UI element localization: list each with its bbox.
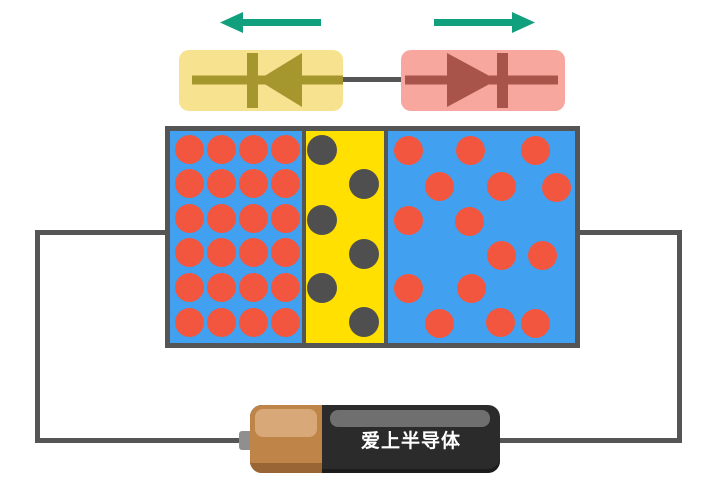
battery-cap-highlight	[255, 409, 317, 437]
hole-dot	[238, 203, 268, 233]
wire-right-vertical	[677, 230, 682, 443]
left-diode-cathode-bar	[247, 53, 258, 108]
hole-dot	[238, 134, 268, 164]
hole-dot	[486, 240, 516, 270]
right-arrow-icon	[434, 12, 535, 33]
hole-dot	[238, 168, 268, 198]
hole-dot	[238, 307, 268, 337]
left-arrow-icon	[220, 12, 321, 33]
battery-terminal-nub	[239, 431, 253, 450]
hole-dot	[206, 168, 236, 198]
hole-dot	[206, 134, 236, 164]
electron-dot	[349, 169, 379, 199]
hole-dot	[174, 203, 204, 233]
battery: 爱上半导体	[250, 405, 500, 473]
wire-bottom-left	[35, 438, 245, 443]
hole-dot	[485, 307, 515, 337]
hole-dot	[520, 135, 550, 165]
left-diode-card	[179, 50, 343, 111]
electron-dot	[349, 307, 379, 337]
diode-connector-wire	[343, 77, 403, 82]
right-diode-cathode-bar	[497, 53, 508, 108]
hole-dot	[527, 240, 557, 270]
hole-dot	[270, 168, 300, 198]
hole-dot	[424, 308, 454, 338]
junction-region-middle	[306, 131, 384, 343]
hole-dot	[270, 134, 300, 164]
electron-dot	[307, 135, 337, 165]
hole-dot	[206, 272, 236, 302]
battery-cap-shadow	[250, 463, 322, 473]
hole-dot	[393, 273, 423, 303]
electron-dot	[307, 273, 337, 303]
hole-dot	[393, 135, 423, 165]
electron-dot	[307, 205, 337, 235]
junction-region-left	[170, 131, 302, 343]
wire-left-top	[35, 230, 165, 235]
junction-region-right	[388, 131, 575, 343]
hole-dot	[454, 206, 484, 236]
hole-dot	[456, 273, 486, 303]
hole-dot	[270, 307, 300, 337]
hole-dot	[541, 172, 571, 202]
left-diode-triangle	[258, 53, 302, 107]
hole-dot	[238, 237, 268, 267]
wire-bottom-right	[500, 438, 682, 443]
right-diode-triangle	[447, 53, 497, 107]
hole-dot	[174, 237, 204, 267]
electron-dot	[349, 239, 379, 269]
hole-dot	[520, 308, 550, 338]
hole-dot	[238, 272, 268, 302]
battery-label: 爱上半导体	[360, 430, 461, 452]
pn-junction-block	[165, 126, 580, 348]
right-diode-card	[401, 50, 565, 111]
left-arrow-head	[220, 12, 243, 33]
hole-dot	[270, 272, 300, 302]
battery-gloss-band	[330, 410, 490, 427]
hole-dot	[270, 237, 300, 267]
wire-left-vertical	[35, 230, 40, 443]
hole-dot	[270, 203, 300, 233]
hole-dot	[206, 237, 236, 267]
hole-dot	[424, 171, 454, 201]
hole-dot	[174, 272, 204, 302]
hole-dot	[174, 307, 204, 337]
wire-right-top	[580, 230, 682, 235]
hole-dot	[393, 205, 423, 235]
hole-dot	[174, 168, 204, 198]
right-arrow-head	[512, 12, 535, 33]
hole-dot	[206, 203, 236, 233]
hole-dot	[455, 135, 485, 165]
hole-dot	[486, 171, 516, 201]
hole-dot	[174, 134, 204, 164]
hole-dot	[206, 307, 236, 337]
